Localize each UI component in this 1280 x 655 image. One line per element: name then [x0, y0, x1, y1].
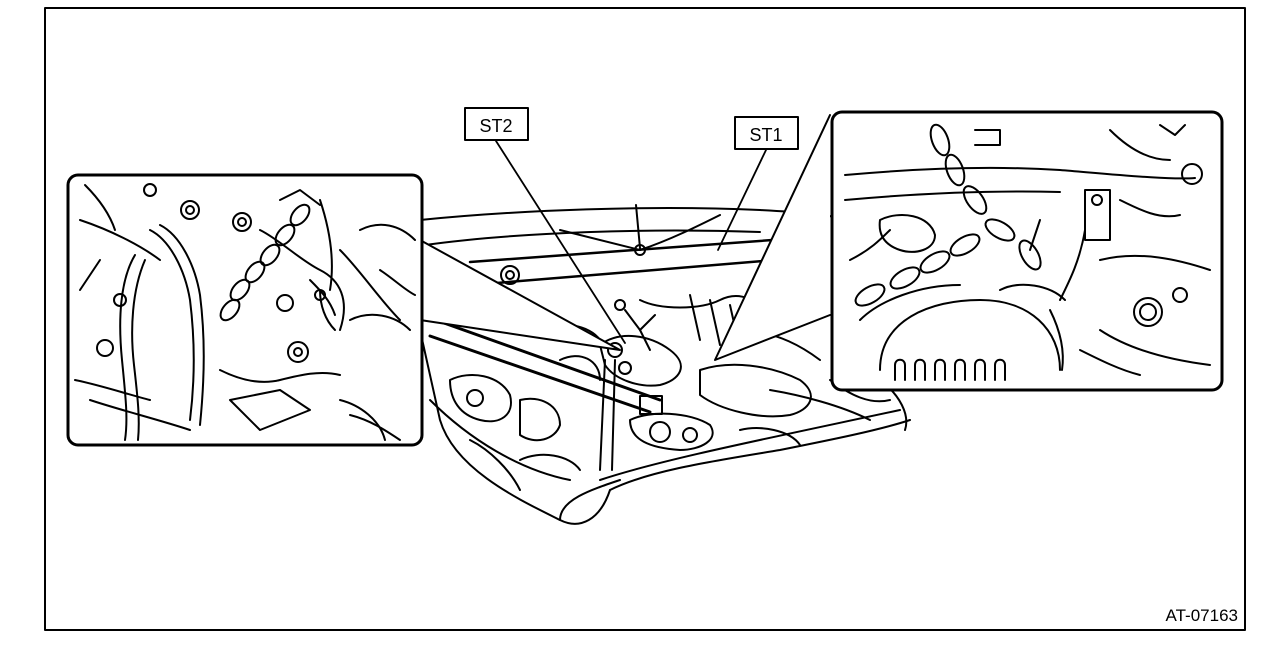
- figure-id-label: AT-07163: [1166, 606, 1238, 625]
- callout-label-st2: ST2: [479, 116, 512, 136]
- left-detail-inset: [66, 173, 621, 447]
- callout-st2: ST2: [464, 107, 626, 344]
- figure-border: [44, 7, 1246, 631]
- right-detail-inset: [714, 110, 1224, 392]
- callout-st1: ST1: [717, 116, 799, 251]
- callout-label-st1: ST1: [749, 125, 782, 145]
